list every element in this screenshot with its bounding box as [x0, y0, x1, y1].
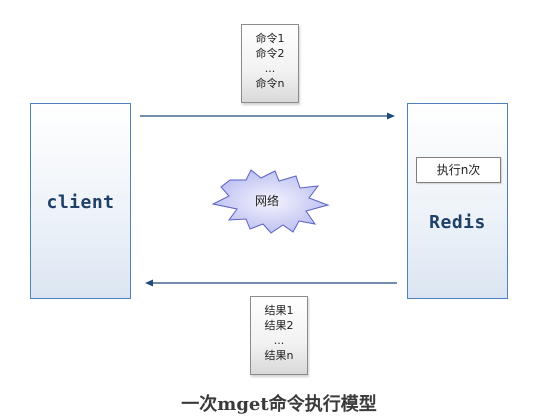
response-arrow [145, 279, 397, 287]
execute-n-times-box: 执行n次 [416, 157, 501, 183]
network-burst-icon [211, 169, 330, 234]
client-label: client [46, 192, 115, 213]
command-line: 命令n [255, 77, 285, 90]
results-note: 结果1 结果2 ... 结果n [250, 296, 308, 375]
command-line: 命令1 [255, 32, 285, 45]
command-line: 命令2 [255, 47, 285, 60]
diagram-caption: 一次mget命令执行模型 [181, 394, 377, 415]
result-line: 结果n [264, 349, 294, 362]
client-box: client [30, 103, 131, 299]
result-line: 结果1 [264, 304, 294, 317]
result-line: 结果2 [264, 319, 294, 332]
command-line: ... [264, 62, 276, 75]
result-line: ... [273, 334, 285, 347]
request-arrow [140, 112, 395, 120]
commands-note: 命令1 命令2 ... 命令n [241, 24, 299, 103]
redis-label: Redis [429, 212, 486, 233]
network-label: 网络 [254, 194, 279, 208]
redis-box: 执行n次 Redis [407, 103, 508, 299]
